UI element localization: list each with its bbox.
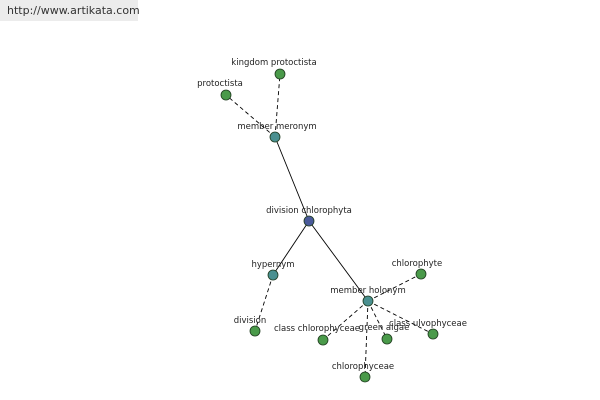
labels-layer: division chlorophyta member meronym hypern…	[197, 58, 467, 372]
node-chlorophyte[interactable]	[415, 268, 427, 280]
label-protoctista[interactable]: protoctista	[197, 79, 243, 89]
label-division[interactable]: division	[234, 316, 267, 326]
edge-member-meronym-to-protoctista	[225, 94, 276, 138]
label-chlorophyte[interactable]: chlorophyte	[392, 259, 443, 269]
edges-layer	[225, 73, 434, 378]
edge-division-chlorophyta-to-member-holonym	[308, 220, 369, 302]
edge-member-holonym-to-chlorophyte	[367, 273, 422, 302]
label-green-algae[interactable]: green algae	[359, 323, 410, 333]
label-kingdom-protoctista[interactable]: kingdom protoctista	[231, 58, 316, 68]
edge-division-chlorophyta-to-member-meronym	[274, 136, 310, 222]
label-division-chlorophyta[interactable]: division chlorophyta	[266, 206, 352, 216]
site-url[interactable]: http://www.artikata.com	[7, 4, 140, 17]
edge-member-holonym-to-class-chlorophyceae	[322, 300, 369, 341]
label-class-chlorophyceae[interactable]: class chlorophyceae	[274, 324, 360, 334]
edge-member-meronym-to-kingdom-protoctista	[274, 73, 281, 138]
label-member-holonym[interactable]: member holonym	[330, 286, 405, 296]
edge-member-holonym-to-class-ulvophyceae	[367, 300, 434, 335]
label-chlorophyceae[interactable]: chlorophyceae	[332, 362, 394, 372]
edge-member-holonym-to-chlorophyceae	[364, 300, 369, 378]
node-member-meronym[interactable]	[269, 131, 281, 143]
node-division-chlorophyta[interactable]	[303, 215, 315, 227]
node-division[interactable]	[249, 325, 261, 337]
node-protoctista[interactable]	[220, 89, 232, 101]
node-green-algae[interactable]	[381, 333, 393, 345]
node-member-holonym[interactable]	[362, 295, 374, 307]
edge-member-holonym-to-green-algae	[367, 300, 388, 340]
node-hypernym[interactable]	[267, 269, 279, 281]
label-class-ulvophyceae[interactable]: class ulvophyceae	[389, 319, 467, 329]
node-kingdom-protoctista[interactable]	[274, 68, 286, 80]
label-member-meronym[interactable]: member meronym	[237, 122, 316, 132]
node-class-ulvophyceae[interactable]	[427, 328, 439, 340]
label-hypernym[interactable]: hypernym	[251, 260, 294, 270]
node-chlorophyceae[interactable]	[359, 371, 371, 383]
node-class-chlorophyceae[interactable]	[317, 334, 329, 346]
edge-division-chlorophyta-to-hypernym	[272, 220, 310, 276]
url-bar: http://www.artikata.com	[0, 0, 140, 21]
nodes-layer	[220, 68, 439, 383]
edge-hypernym-to-division	[254, 274, 274, 332]
